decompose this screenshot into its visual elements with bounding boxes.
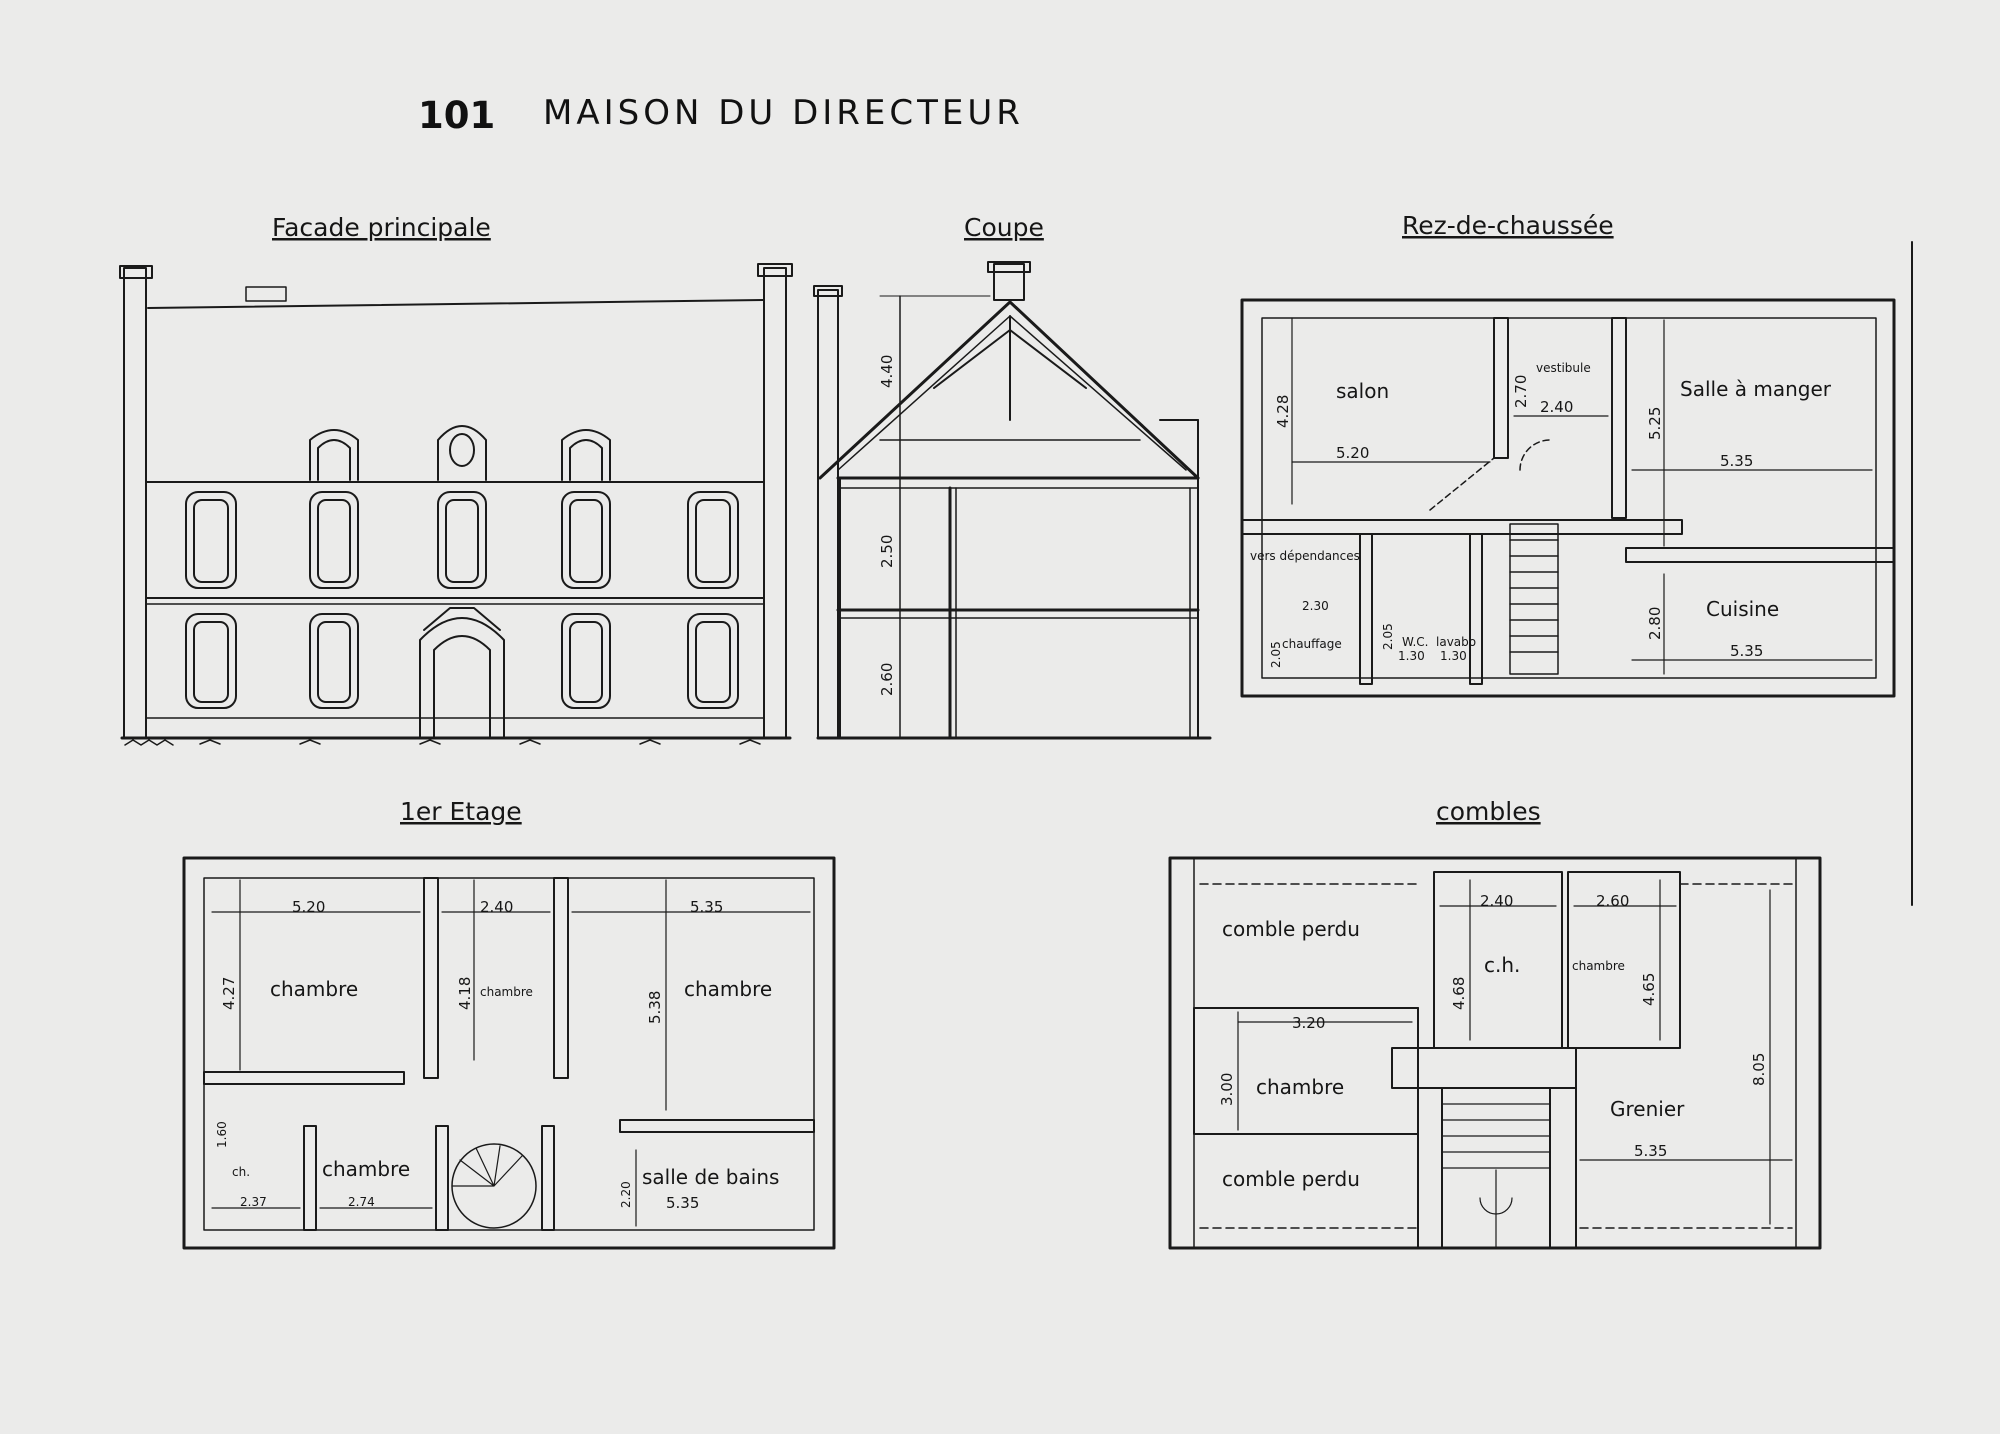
- etage-chambre-3: chambre: [684, 977, 772, 1001]
- combles-dim-g: 8.05: [1750, 1053, 1768, 1086]
- etage-dim-k: 5.35: [666, 1194, 699, 1212]
- combles-dim-f: 3.00: [1218, 1073, 1236, 1106]
- rdc-cuisine: Cuisine: [1706, 597, 1779, 621]
- rdc-salon: salon: [1336, 379, 1389, 403]
- rdc-dim-wc-w: 1.30: [1398, 649, 1425, 663]
- etage-chambre-1: chambre: [270, 977, 358, 1001]
- plan-premier-etage: 1er Etage chambre chambre chambre chambr…: [182, 797, 836, 1250]
- plan-combles: combles: [1168, 797, 1822, 1250]
- etage-dim-b: 4.27: [220, 977, 238, 1010]
- etage-dim-f: 5.38: [646, 991, 664, 1024]
- combles-chambre-2: chambre: [1572, 959, 1625, 973]
- etage-dim-c: 2.40: [480, 898, 513, 916]
- coupe-dim-floor1: 2.50: [878, 535, 896, 568]
- rdc-label: Rez-de-chaussée: [1402, 211, 1614, 240]
- rdc-dim-salon-h: 4.28: [1274, 395, 1292, 428]
- rdc-salle-a-manger: Salle à manger: [1680, 377, 1832, 401]
- rdc-dim-cuisine-w: 5.35: [1730, 642, 1763, 660]
- plate-title: MAISON DU DIRECTEUR: [543, 93, 1024, 133]
- combles-dim-a: 2.40: [1480, 892, 1513, 910]
- coupe-dim-ground: 2.60: [878, 663, 896, 696]
- combles-label: combles: [1436, 797, 1541, 826]
- coupe-label: Coupe: [964, 213, 1044, 242]
- rdc-dim-vest-w: 2.40: [1540, 398, 1573, 416]
- rdc-dim-lavabo-w: 1.30: [1440, 649, 1467, 663]
- combles-chambre: chambre: [1256, 1075, 1344, 1099]
- combles-comble-perdu-1: comble perdu: [1222, 917, 1360, 941]
- etage-dim-h: 2.37: [240, 1195, 267, 1209]
- rdc-vers-dependances: vers dépendances: [1250, 549, 1360, 563]
- rdc-lavabo: lavabo: [1436, 635, 1476, 649]
- section-coupe: Coupe 4.40 2.50 2.60: [813, 213, 1212, 740]
- rdc-dim-chauffage-w: 2.30: [1302, 599, 1329, 613]
- etage-salle-de-bains: salle de bains: [642, 1165, 779, 1189]
- plate-number: 101: [418, 94, 495, 137]
- combles-dim-d: 4.65: [1640, 973, 1658, 1006]
- coupe-dim-roof: 4.40: [878, 355, 896, 388]
- facade-label: Facade principale: [272, 213, 491, 242]
- rdc-chauffage: chauffage: [1282, 637, 1342, 651]
- etage-dim-g: 1.60: [215, 1121, 229, 1148]
- etage-chambre-2: chambre: [480, 985, 533, 999]
- etage-dim-a: 5.20: [292, 898, 325, 916]
- rdc-vestibule: vestibule: [1536, 361, 1591, 375]
- rdc-wc: W.C.: [1402, 635, 1429, 649]
- rdc-dim-salle-w: 5.35: [1720, 452, 1753, 470]
- etage-chambre-4: chambre: [322, 1157, 410, 1181]
- combles-dim-h: 5.35: [1634, 1142, 1667, 1160]
- rdc-dim-salle-h: 5.25: [1646, 407, 1664, 440]
- rdc-dim-wc-h: 2.05: [1381, 623, 1395, 650]
- rdc-dim-cuisine-h: 2.80: [1646, 607, 1664, 640]
- facade-elevation: Facade principale: [119, 213, 793, 746]
- etage-label: 1er Etage: [400, 797, 522, 826]
- combles-comble-perdu-2: comble perdu: [1222, 1167, 1360, 1191]
- rdc-dim-vest-h: 2.70: [1512, 375, 1530, 408]
- combles-ch: c.h.: [1484, 953, 1520, 977]
- combles-grenier: Grenier: [1610, 1097, 1685, 1121]
- plan-rez-de-chaussee: Rez-de-chaussée salon: [1240, 211, 1896, 698]
- etage-dim-d: 4.18: [456, 977, 474, 1010]
- combles-dim-c: 4.68: [1450, 977, 1468, 1010]
- etage-ch: ch.: [232, 1165, 250, 1179]
- etage-dim-j: 2.20: [619, 1181, 633, 1208]
- etage-dim-e: 5.35: [690, 898, 723, 916]
- combles-dim-b: 2.60: [1596, 892, 1629, 910]
- etage-dim-i: 2.74: [348, 1195, 375, 1209]
- rdc-dim-salon-w: 5.20: [1336, 444, 1369, 462]
- combles-dim-e: 3.20: [1292, 1014, 1325, 1032]
- rdc-dim-chauffage-h: 2.05: [1269, 641, 1283, 668]
